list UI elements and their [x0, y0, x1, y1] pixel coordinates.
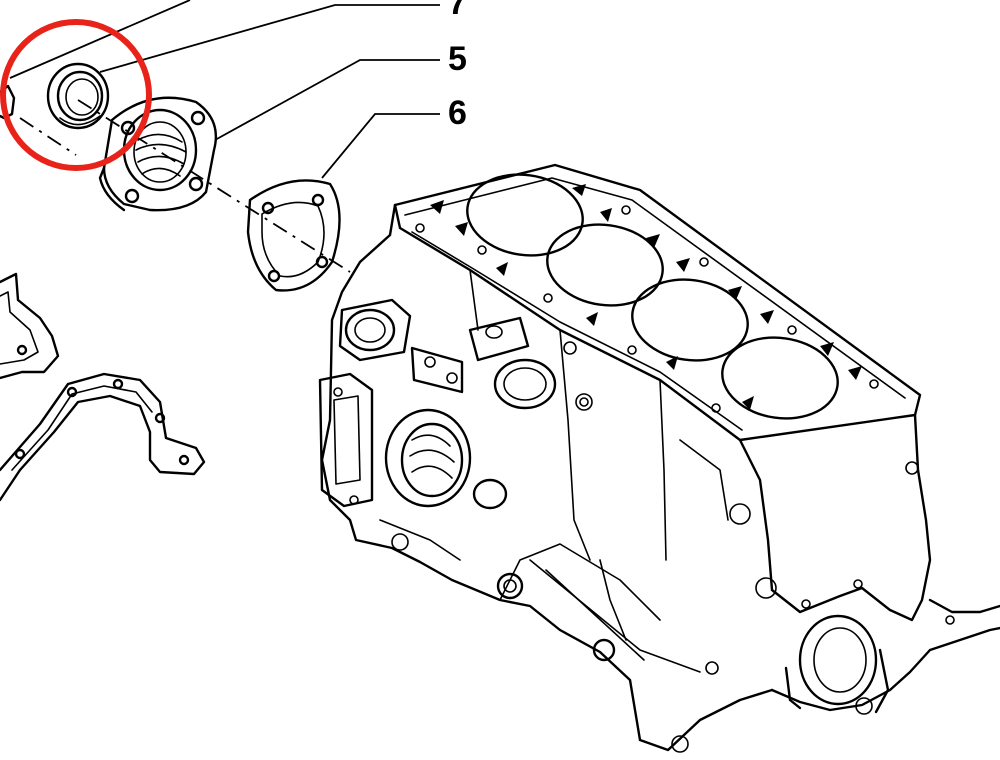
callout-labels: 7 5 6	[448, 0, 467, 132]
leader-line-6	[321, 113, 440, 179]
block-ribs	[379, 269, 729, 673]
block-skirt	[738, 413, 932, 622]
callout-label-7: 7	[448, 0, 467, 22]
block-front-face	[320, 203, 774, 752]
part-6-gasket	[246, 179, 341, 292]
part-fragment-left	[0, 84, 16, 120]
highlight-circle	[0, 19, 152, 171]
leader-line-top	[9, 0, 191, 79]
callout-label-6: 6	[448, 94, 467, 132]
front-bosses	[318, 298, 593, 510]
leader-line-7	[99, 4, 440, 73]
bearing-caps	[391, 461, 955, 753]
leader-lines	[9, 0, 440, 179]
part-5-seal-carrier	[98, 96, 218, 212]
engine-block	[318, 163, 1000, 753]
deck-passages	[415, 184, 879, 413]
left-gasket-pieces	[0, 272, 206, 502]
leader-line-5	[214, 59, 440, 141]
cylinder-bores	[466, 173, 839, 420]
callout-label-5: 5	[448, 40, 467, 78]
part-7-oil-seal	[46, 62, 110, 130]
assembly-axis	[19, 99, 351, 273]
